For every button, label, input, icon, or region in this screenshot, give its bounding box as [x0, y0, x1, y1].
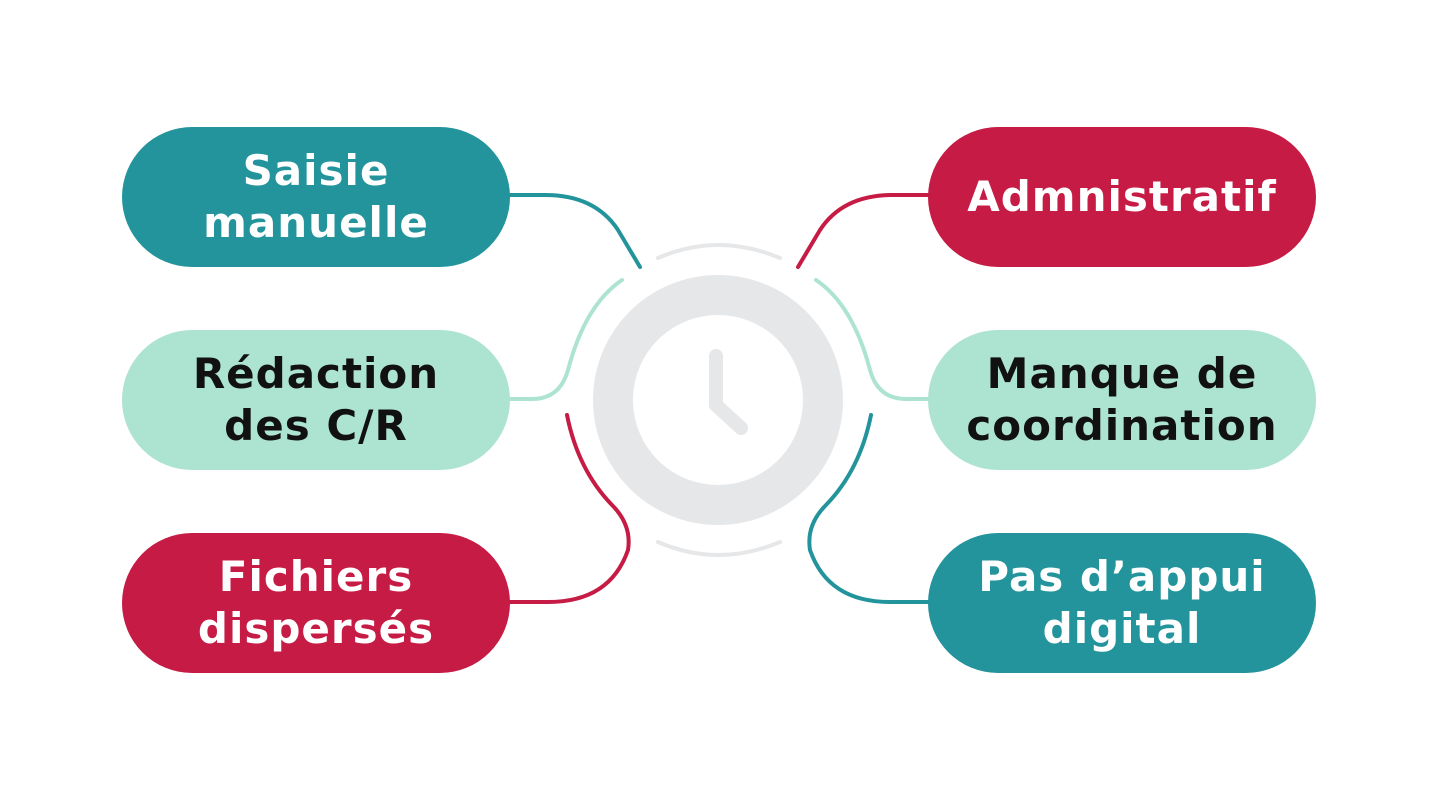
node-fichiers-disperses-label: Fichiers dispersés	[197, 552, 435, 653]
clock-icon	[593, 275, 843, 525]
node-redaction-cr: Rédaction des C/R	[122, 330, 510, 470]
connector-redaction	[506, 278, 624, 401]
node-fichiers-disperses: Fichiers dispersés	[122, 533, 510, 673]
node-manque-coordination-label: Manque de coordination	[966, 349, 1278, 450]
bottom-arc	[656, 540, 782, 557]
node-redaction-cr-label: Rédaction des C/R	[192, 349, 440, 450]
node-manque-coordination: Manque de coordination	[928, 330, 1316, 470]
node-pas-appui-digital-label: Pas d’appui digital	[978, 552, 1266, 653]
connector-pas	[807, 413, 932, 604]
top-arc	[656, 243, 782, 260]
node-pas-appui-digital: Pas d’appui digital	[928, 533, 1316, 673]
connector-manque	[814, 278, 932, 401]
node-saisie-manuelle: Saisie manuelle	[122, 127, 510, 267]
node-administratif-label: Admnistratif	[967, 172, 1277, 221]
clock-face	[593, 275, 843, 525]
node-saisie-manuelle-label: Saisie manuelle	[203, 146, 429, 247]
connector-saisie	[506, 193, 642, 269]
node-administratif: Admnistratif	[928, 127, 1316, 267]
connector-admin	[796, 193, 932, 269]
clock-hands	[709, 349, 748, 435]
connector-fichiers	[506, 413, 631, 604]
